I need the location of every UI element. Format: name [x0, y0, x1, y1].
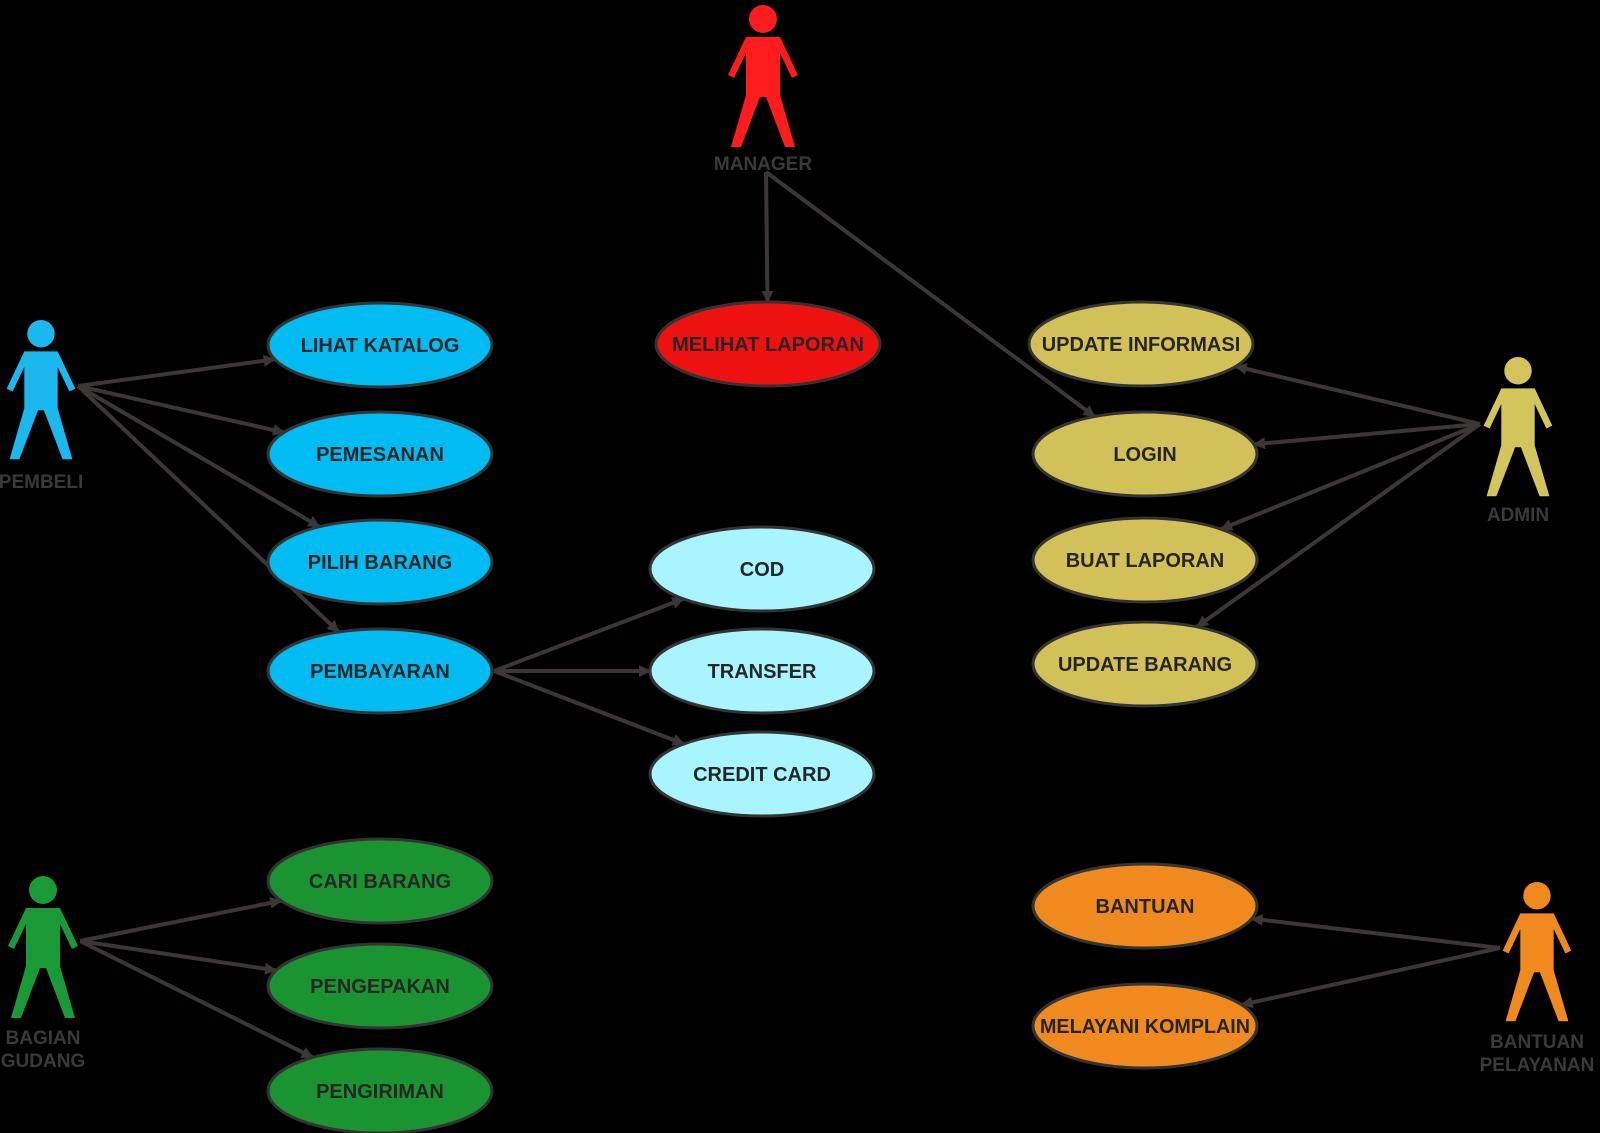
- use-case-label: PENGEPAKAN: [310, 976, 450, 998]
- actor-label: BANTUAN: [1490, 1032, 1584, 1053]
- use-case-ellipse: [1031, 982, 1259, 1070]
- connector-bantuan-to-bantuan: [1250, 913, 1501, 950]
- connector-gudang-to-cari-barang: [79, 897, 283, 943]
- use-case-login: LOGIN: [1031, 410, 1259, 498]
- use-case-label: BANTUAN: [1096, 896, 1195, 918]
- connector-manager-to-melihat-laporan: [761, 171, 774, 304]
- use-case-ellipse: [266, 1047, 494, 1133]
- use-case-ellipse: [266, 301, 494, 389]
- use-case-label: TRANSFER: [708, 661, 817, 683]
- use-case-ellipse: [648, 627, 876, 715]
- use-case-lihat-katalog: LIHAT KATALOG: [266, 301, 494, 389]
- use-case-pengiriman: PENGIRIMAN: [266, 1047, 494, 1133]
- connector-admin-to-buat-laporan: [1220, 422, 1481, 532]
- use-case-pemesanan: PEMESANAN: [266, 410, 494, 498]
- use-case-transfer: TRANSFER: [648, 627, 876, 715]
- use-case-bantuan: BANTUAN: [1031, 862, 1259, 950]
- use-case-layer: LIHAT KATALOG PEMESANAN PILIH BARANG PEMBAY…: [266, 300, 1259, 1133]
- use-case-label: PEMBAYARAN: [310, 661, 450, 683]
- connector-pembeli-to-pemesanan: [77, 384, 285, 436]
- use-case-update-barang: UPDATE BARANG: [1031, 620, 1259, 708]
- use-case-ellipse: [1031, 620, 1259, 708]
- use-case-cod: COD: [648, 525, 876, 613]
- use-case-pembayaran: PEMBAYARAN: [266, 627, 494, 715]
- connector-admin-to-update-informasi: [1234, 363, 1481, 426]
- connector-pembeli-to-lihat-katalog: [77, 354, 276, 388]
- use-case-label: PILIH BARANG: [308, 552, 452, 574]
- actor-layer: MANAGERPEMBELIADMINBAGIANGUDANGBANTUANPE…: [0, 5, 1594, 1076]
- use-case-ellipse: [654, 300, 882, 388]
- use-case-ellipse: [266, 518, 494, 606]
- use-case-melihat-laporan: MELIHAT LAPORAN: [654, 300, 882, 388]
- use-case-ellipse: [1031, 410, 1259, 498]
- connector-pembeli-to-pilih-barang: [76, 384, 321, 529]
- connector-pembayaran-to-credit-card: [493, 669, 685, 746]
- actor-label: PEMBELI: [0, 472, 83, 493]
- actor-head: [27, 320, 55, 348]
- use-case-ellipse: [266, 627, 494, 715]
- use-case-label: LOGIN: [1113, 444, 1176, 466]
- use-case-update-informasi: UPDATE INFORMASI: [1027, 300, 1255, 388]
- use-case-label: UPDATE INFORMASI: [1042, 334, 1241, 356]
- use-case-ellipse: [1031, 516, 1259, 604]
- admin-person-icon: [1483, 357, 1553, 497]
- actor-manager: MANAGER: [714, 5, 812, 175]
- actor-body: [728, 37, 798, 147]
- actor-label: GUDANG: [1, 1051, 85, 1072]
- connector-gudang-to-pengiriman: [79, 939, 314, 1060]
- use-case-ellipse: [1027, 300, 1255, 388]
- actor-pembeli: PEMBELI: [0, 320, 83, 493]
- connector-layer: [76, 170, 1501, 1060]
- connector-gudang-to-pengepakan: [79, 939, 277, 975]
- actor-body: [6, 351, 76, 460]
- use-case-label: BUAT LAPORAN: [1066, 550, 1225, 572]
- actor-head: [749, 5, 777, 33]
- use-case-label: PEMESANAN: [316, 444, 444, 466]
- actor-head: [29, 876, 57, 904]
- use-case-label: PENGIRIMAN: [316, 1081, 444, 1103]
- use-case-ellipse: [1031, 862, 1259, 950]
- use-case-buat-laporan: BUAT LAPORAN: [1031, 516, 1259, 604]
- use-case-cari-barang: CARI BARANG: [266, 837, 494, 925]
- actor-body: [8, 908, 78, 1018]
- use-case-pilih-barang: PILIH BARANG: [266, 518, 494, 606]
- gudang-person-icon: [8, 876, 78, 1018]
- use-case-ellipse: [266, 942, 494, 1030]
- actor-head: [1504, 357, 1532, 385]
- use-case-label: UPDATE BARANG: [1058, 654, 1232, 676]
- use-case-ellipse: [266, 837, 494, 925]
- bantuan-person-icon: [1502, 882, 1572, 1022]
- actor-label: PELAYANAN: [1480, 1055, 1595, 1076]
- use-case-label: MELIHAT LAPORAN: [672, 334, 864, 356]
- actor-label: MANAGER: [714, 154, 812, 175]
- use-case-label: CREDIT CARD: [693, 764, 831, 786]
- actor-body: [1502, 913, 1572, 1022]
- actor-label: ADMIN: [1487, 505, 1549, 526]
- use-case-label: LIHAT KATALOG: [301, 335, 460, 357]
- use-case-label: CARI BARANG: [309, 871, 451, 893]
- use-case-ellipse: [648, 730, 876, 818]
- use-case-credit-card: CREDIT CARD: [648, 730, 876, 818]
- use-case-label: MELAYANI KOMPLAIN: [1040, 1016, 1250, 1038]
- connector-bantuan-to-melayani-komplain: [1240, 946, 1501, 1009]
- use-case-ellipse: [648, 525, 876, 613]
- manager-person-icon: [728, 5, 798, 147]
- actor-head: [1523, 882, 1551, 910]
- connector-admin-to-update-barang: [1195, 422, 1482, 629]
- actor-admin: ADMIN: [1483, 357, 1553, 526]
- actor-body: [1483, 388, 1553, 497]
- use-case-melayani-komplain: MELAYANI KOMPLAIN: [1031, 982, 1259, 1070]
- connector-manager-to-login: [764, 170, 1096, 419]
- actor-label: BAGIAN: [6, 1028, 81, 1049]
- pembeli-person-icon: [6, 320, 76, 460]
- connector-admin-to-login: [1252, 422, 1481, 450]
- connector-pembayaran-to-cod: [493, 597, 685, 673]
- use-case-ellipse: [266, 410, 494, 498]
- use-case-pengepakan: PENGEPAKAN: [266, 942, 494, 1030]
- use-case-label: COD: [740, 559, 784, 581]
